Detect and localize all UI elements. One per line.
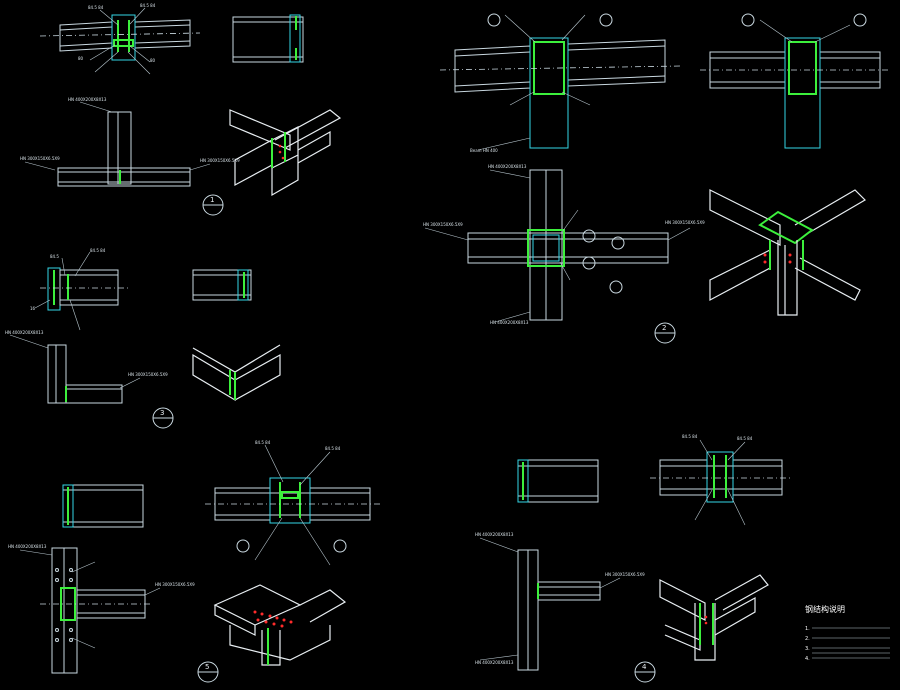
- svg-text:HN 300X150X6.5X9: HN 300X150X6.5X9: [128, 372, 168, 377]
- note-item-4: 4.: [805, 656, 810, 662]
- detail-4-elevation: 84.5 84 84.5 84: [650, 434, 790, 526]
- detail-5-plan: HN 400X200X8X13 HN 300X150X6.5X9: [8, 544, 195, 674]
- svg-text:HN 400X200X8X13: HN 400X200X8X13: [475, 660, 514, 665]
- detail-number: 4: [642, 663, 647, 671]
- detail-number: 2: [662, 324, 666, 332]
- general-notes: 钢结构说明 1. 2. 3. 4.: [805, 604, 890, 662]
- svg-text:HN 400X200X8X13: HN 400X200X8X13: [475, 532, 514, 537]
- detail-symbol-3: 3: [152, 407, 174, 429]
- detail-1-isometric: [229, 109, 342, 197]
- svg-text:84.5 84: 84.5 84: [325, 446, 341, 451]
- svg-text:80: 80: [150, 58, 156, 63]
- detail-1-plan: HN 300X150X6.5X9 HN 300X150X6.5X9 HN 400…: [20, 97, 240, 187]
- svg-text:HN 400X200X8X13: HN 400X200X8X13: [490, 320, 529, 325]
- detail-4-side-view: [517, 459, 599, 503]
- svg-text:16: 16: [30, 306, 36, 311]
- detail-4-isometric: [659, 574, 769, 661]
- svg-text:HN 400X200X8X13: HN 400X200X8X13: [5, 330, 44, 335]
- detail-3-plan: HN 400X200X8X13 HN 300X150X6.5X9: [5, 330, 168, 404]
- detail-2-isometric: [709, 189, 866, 316]
- svg-text:84.5 84: 84.5 84: [682, 434, 698, 439]
- detail-3-side-view: [192, 269, 252, 301]
- svg-text:HN 300X150X6.5X9: HN 300X150X6.5X9: [665, 220, 705, 225]
- svg-text:HN 300X150X6.5X9: HN 300X150X6.5X9: [200, 158, 240, 163]
- detail-5-isometric: [213, 584, 347, 666]
- svg-text:84.5 84: 84.5 84: [140, 3, 156, 8]
- svg-text:HN 300X150X6.5X9: HN 300X150X6.5X9: [605, 572, 645, 577]
- svg-text:HN 400X200X8X13: HN 400X200X8X13: [8, 544, 47, 549]
- detail-2-elevation-a: Beam HN 400: [439, 13, 681, 153]
- note-item-2: 2.: [805, 636, 810, 642]
- svg-text:HN 400X200X8X13: HN 400X200X8X13: [488, 164, 527, 169]
- note-item-3: 3.: [805, 646, 810, 652]
- svg-text:84.5 84: 84.5 84: [90, 248, 106, 253]
- detail-1-elevation: 84.5 84 84.5 84 80 80: [39, 3, 201, 75]
- svg-text:84.5 84: 84.5 84: [255, 440, 271, 445]
- detail-symbol-1: 1: [202, 194, 224, 216]
- svg-text:HN 300X150X6.5X9: HN 300X150X6.5X9: [155, 582, 195, 587]
- detail-1-side-view: [232, 14, 304, 63]
- svg-text:84.5 84: 84.5 84: [737, 436, 753, 441]
- svg-text:HN 400X200X8X13: HN 400X200X8X13: [68, 97, 107, 102]
- detail-number: 5: [205, 663, 209, 671]
- detail-3-isometric: [192, 344, 281, 402]
- svg-text:HN 300X150X6.5X9: HN 300X150X6.5X9: [423, 222, 463, 227]
- detail-symbol-2: 2: [654, 322, 676, 344]
- svg-text:HN 300X150X6.5X9: HN 300X150X6.5X9: [20, 156, 60, 161]
- detail-number: 1: [210, 196, 214, 204]
- detail-number: 3: [160, 409, 164, 417]
- detail-symbol-4: 4: [634, 661, 656, 683]
- detail-3-elevation: 84.5 84.5 84 16: [30, 248, 128, 331]
- svg-text:84.5 84: 84.5 84: [88, 5, 104, 10]
- detail-2-elevation-b: [700, 13, 890, 149]
- detail-symbol-5: 5: [197, 661, 219, 683]
- detail-2-plan: HN 300X150X6.5X9 HN 300X150X6.5X9 HN 400…: [423, 164, 705, 325]
- note-item-1: 1.: [805, 626, 810, 632]
- svg-text:Beam HN 400: Beam HN 400: [470, 148, 498, 153]
- detail-4-plan: HN 400X200X8X13 HN 300X150X6.5X9 HN 400X…: [475, 532, 645, 671]
- svg-text:84.5: 84.5: [50, 254, 59, 259]
- notes-title: 钢结构说明: [805, 604, 845, 614]
- detail-5-elevation: 84.5 84 84.5 84: [205, 440, 380, 566]
- detail-5-side-view: [62, 484, 144, 528]
- svg-text:80: 80: [78, 56, 84, 61]
